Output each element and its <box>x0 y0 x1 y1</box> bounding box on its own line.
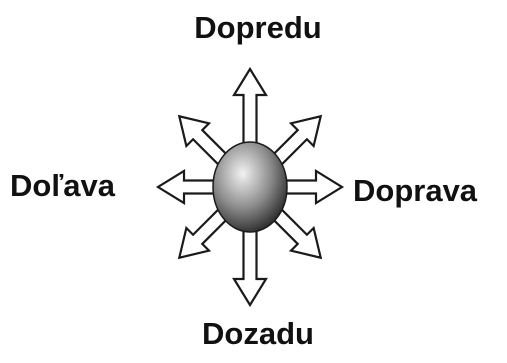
label-forward: Dopredu <box>194 12 321 43</box>
label-backward: Dozadu <box>202 318 314 349</box>
center-sphere <box>213 142 287 232</box>
label-right: Doprava <box>353 175 477 206</box>
label-left: Doľava <box>10 170 115 201</box>
